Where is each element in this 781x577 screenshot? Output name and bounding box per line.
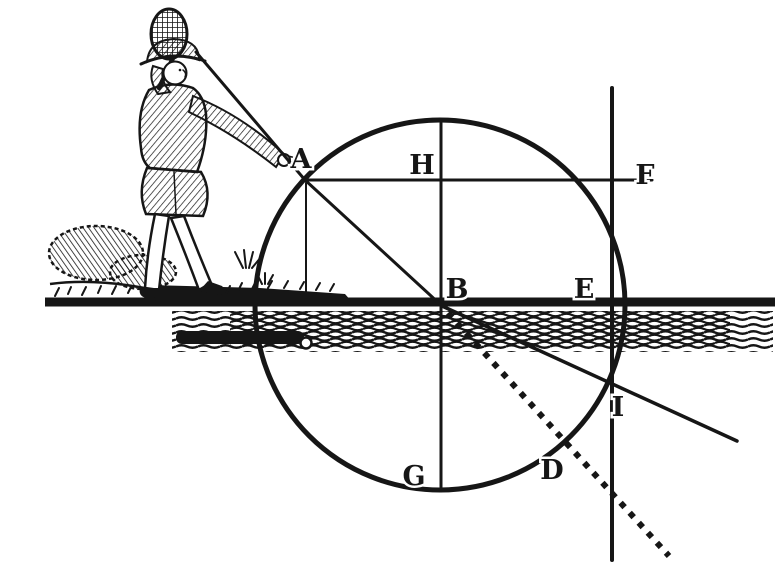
refracted-ray-B-to-I <box>440 304 739 443</box>
surface-line <box>45 297 775 307</box>
grass-ticks <box>54 280 335 297</box>
front-leg <box>169 214 213 292</box>
hat-brim <box>139 54 207 66</box>
ray-A-to-B <box>303 178 444 308</box>
tennis-player-figure <box>138 7 297 298</box>
label-B: B <box>446 274 469 305</box>
label-D: D <box>540 455 563 486</box>
breeches-seam <box>173 171 177 215</box>
eye <box>178 68 182 72</box>
label-F: F <box>635 160 654 191</box>
label-H: H <box>409 150 435 181</box>
water-hatching <box>172 311 773 352</box>
face-line <box>182 69 187 78</box>
plant-tuft <box>234 249 274 285</box>
front-shoe <box>199 281 225 295</box>
pebble <box>299 336 313 350</box>
extended-arm <box>187 94 286 169</box>
ground-shadow <box>150 285 352 304</box>
label-G: G <box>402 461 425 492</box>
label-A: A <box>290 144 313 175</box>
dark-streak <box>176 331 304 344</box>
label-E: E <box>574 274 595 305</box>
construction-lines <box>194 50 739 562</box>
point-labels: A H F B E I G D <box>287 142 657 495</box>
head <box>162 60 188 86</box>
back-shoe <box>139 288 163 298</box>
incident-ray <box>194 50 307 182</box>
label-I: I <box>612 392 625 423</box>
dotted-continuation-B-D <box>445 310 672 559</box>
